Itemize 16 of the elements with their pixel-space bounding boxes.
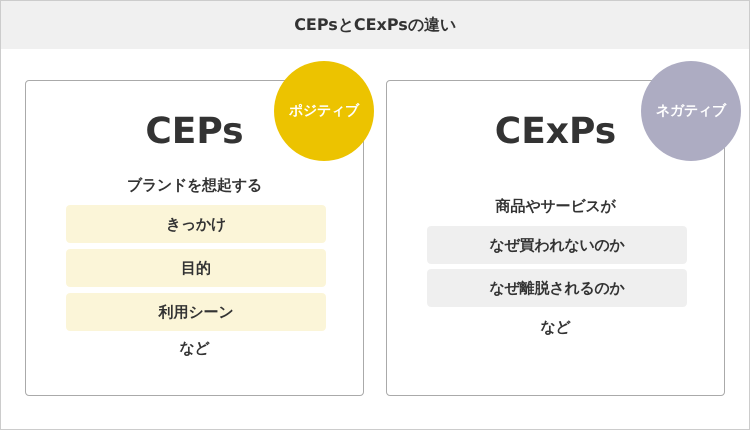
item-box: なぜ離脱されるのか [427, 269, 687, 307]
item-box: 利用シーン [66, 293, 326, 331]
comparison-card [25, 80, 364, 396]
card-subtitle: ブランドを想起する [127, 176, 262, 195]
tag-circle: ネガティブ [641, 61, 741, 161]
card-note: など [540, 318, 570, 337]
item-box: 目的 [66, 249, 326, 287]
card-note: など [180, 339, 210, 358]
item-box: なぜ買われないのか [427, 226, 687, 264]
comparison-card [386, 80, 725, 396]
card-subtitle: 商品やサービスが [496, 197, 616, 216]
tag-circle: ポジティブ [274, 61, 374, 161]
title: CEPsとCExPsの違い [294, 15, 456, 34]
item-box: きっかけ [66, 205, 326, 243]
card-heading: CEPs [145, 111, 244, 152]
card-heading: CExPs [494, 111, 616, 152]
